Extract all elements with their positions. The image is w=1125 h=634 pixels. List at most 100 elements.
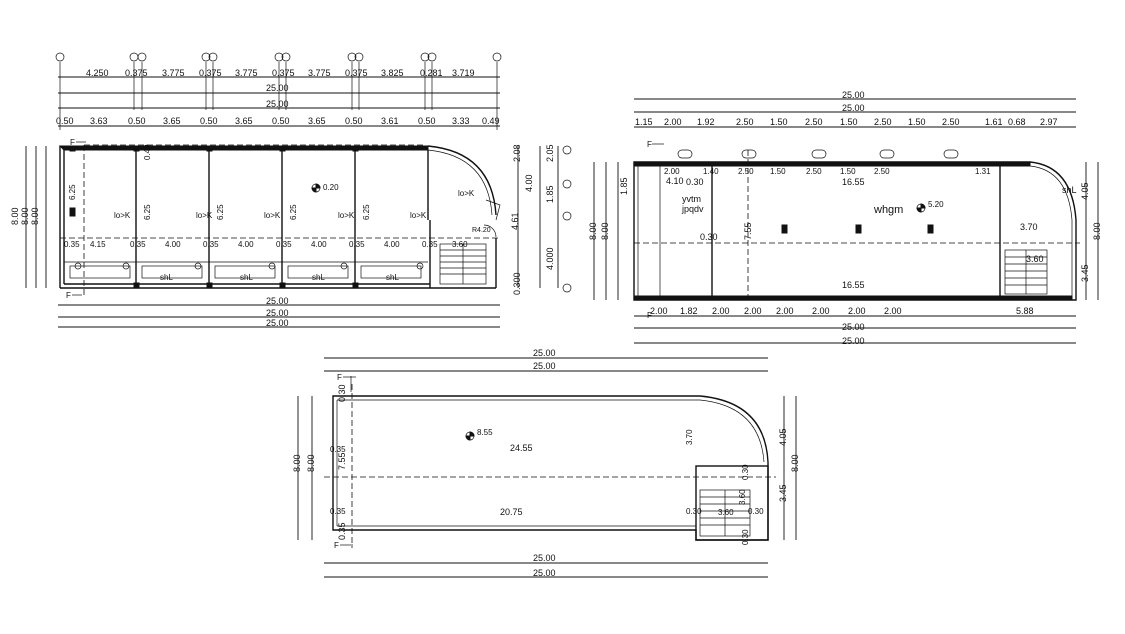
wall-dimension-row: 0.50 3.63 0.50 3.65 0.50 3.65 0.50 3.65 … (56, 116, 500, 126)
dimension-text: 6.25 (143, 204, 152, 220)
dim-text: 3.775 (308, 68, 331, 78)
dimension-text: 8.00 (20, 207, 30, 225)
stair: 3.60 (439, 240, 487, 285)
dimension-text: 3.60 (718, 508, 734, 517)
dimension-text: 8.00 (292, 454, 302, 472)
dimension-text: 4.10 (666, 176, 684, 186)
dimension-text: 0.50 (200, 116, 218, 126)
building-outline (58, 144, 500, 295)
dimension-text: 0.50 (418, 116, 436, 126)
dimension-text: 2.50 (874, 117, 892, 127)
dimension-text: 2.00 (650, 306, 668, 316)
dim-text: 0.375 (125, 68, 148, 78)
dimension-text: 4.00 (311, 240, 327, 249)
dimension-text: 25.00 (266, 318, 289, 328)
wc-tag: shL (240, 273, 253, 282)
dimension-text: 4.00 (238, 240, 254, 249)
dimension-text: 1.85 (619, 177, 629, 195)
dimension-text: 25.00 (266, 308, 289, 318)
wc-tag: shL (386, 273, 399, 282)
dimension-text: 3.60 (738, 489, 747, 505)
dimension-text: 1.61 (985, 117, 1003, 127)
dimension-text: 5.20 (928, 200, 944, 209)
dimension-text: 8.55 (477, 428, 493, 437)
dimension-text: 25.00 (266, 296, 289, 306)
dimension-text: 0.35 (64, 240, 80, 249)
dimension-text: 25.00 (533, 361, 556, 371)
dimension-text: 25.00 (842, 90, 865, 100)
dimension-text: 8.00 (1092, 222, 1102, 240)
dimension-text: 0.30 (741, 464, 750, 480)
dimension-text: 0.35 (337, 522, 347, 540)
dimension-text: 0.30 (741, 529, 750, 545)
dimension-text: 1.50 (840, 167, 856, 176)
dimension-text: 3.60 (1026, 254, 1044, 264)
plan-roof: 25.00 25.00 3.60 3.60 3.70 0.30 0.30 0.3… (292, 348, 800, 578)
dimension-text: 1.40 (703, 167, 719, 176)
dimension-text: 0.30 (686, 177, 704, 187)
dimension-text: 3.61 (381, 116, 399, 126)
dimension-text: 3.65 (308, 116, 326, 126)
dimension-text: 4.61 (510, 212, 520, 230)
dimension-text: 1.31 (975, 167, 991, 176)
dimension-text: 2.00 (812, 306, 830, 316)
dimension-text: 0.30 (700, 232, 718, 242)
room-tag: lo>K (338, 211, 355, 220)
dimension-text: 2.50 (805, 117, 823, 127)
dimension-text: 2.00 (776, 306, 794, 316)
office-tag: yvtm (682, 194, 701, 204)
dimension-text: 0.35 (203, 240, 219, 249)
dimension-text: 2.50 (806, 167, 822, 176)
dimension-text: 0.30 (337, 384, 347, 402)
dimension-text: 2.08 (512, 144, 522, 162)
dimension-text: 0.35 (130, 240, 146, 249)
columns (781, 224, 937, 301)
level-marker: 5.20 (916, 200, 944, 213)
dimension-text: 1.82 (680, 306, 698, 316)
room-tag: lo>K (196, 211, 213, 220)
dimension-text: 2.00 (712, 306, 730, 316)
dimension-text: 0.35 (330, 445, 346, 454)
dimension-text: 8.00 (790, 454, 800, 472)
grid-bubbles (55, 52, 502, 62)
dimension-text: 5.88 (1016, 306, 1034, 316)
stair: 3.60 3.60 3.70 0.30 0.30 0.30 0.30 (685, 429, 769, 545)
wc-tag: shL (1062, 185, 1077, 195)
dimension-text: 4.000 (545, 247, 555, 270)
dimension-text: 2.50 (942, 117, 960, 127)
dimension-text: 4.00 (524, 174, 534, 192)
dimension-text: 3.65 (163, 116, 181, 126)
dimension-text: 3.33 (452, 116, 470, 126)
dimension-text: 0.35 (276, 240, 292, 249)
dimension-text: 1.50 (770, 167, 786, 176)
dimension-text: 8.00 (30, 207, 40, 225)
dim-text: 0.375 (199, 68, 222, 78)
hall-tag: whgm (873, 204, 903, 216)
section-mark: F (647, 311, 652, 320)
dim-text: 3.825 (381, 68, 404, 78)
dimension-text: 1.50 (840, 117, 858, 127)
dimension-text: 0.50 (272, 116, 290, 126)
wc-tag: shL (312, 273, 325, 282)
hall-length: 16.55 (842, 177, 865, 187)
dimension-text: 1.92 (697, 117, 715, 127)
roof-length: 20.75 (500, 507, 523, 517)
dimension-text: 0.30 (686, 507, 702, 516)
plan-ground-floor: 4.250 0.375 3.775 0.375 3.775 0.375 3.77… (10, 52, 572, 328)
dimension-text: 0.20 (323, 183, 339, 192)
dimension-text: 7.55 (337, 452, 347, 470)
room-tag: lo>K (264, 211, 281, 220)
dimension-text: 4.00 (165, 240, 181, 249)
level-marker: 8.55 (465, 428, 493, 441)
dim-text: 4.250 (86, 68, 109, 78)
door-label: R4.20 (472, 227, 491, 234)
dimension-text: 0.50 (56, 116, 74, 126)
dimension-text: 0.35 (349, 240, 365, 249)
dimension-text: 0.30 (748, 507, 764, 516)
dimension-text: 4.05 (1080, 182, 1090, 200)
room-tag: lo>K (114, 211, 131, 220)
dimension-text: 2.00 (744, 306, 762, 316)
dimension-text: 8.00 (588, 222, 598, 240)
wc-fixtures (69, 262, 424, 279)
office-tag: jpqdv (681, 204, 704, 214)
